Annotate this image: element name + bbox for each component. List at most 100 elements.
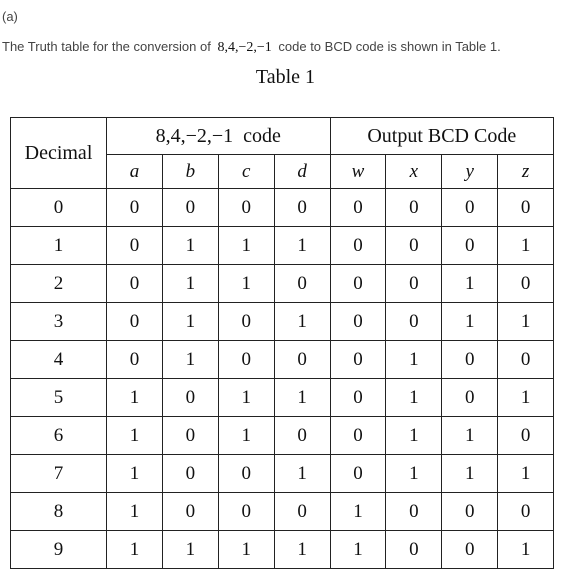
bit-cell-a: 1 [106,378,163,417]
bit-cell-c: 1 [217,226,275,265]
bit-cell-x: 0 [385,492,443,531]
bit-cell-z: 0 [497,416,555,455]
decimal-cell: 7 [10,454,107,493]
bit-cell-d: 1 [273,226,331,265]
bit-cell-c: 1 [217,416,275,455]
bit-cell-x: 1 [385,378,443,417]
bit-cell-z: 0 [497,264,555,303]
bit-cell-x: 1 [385,416,443,455]
decimal-cell: 1 [10,226,107,265]
output-var-header: w [329,154,387,189]
bit-cell-w: 1 [329,492,387,531]
input-var-header: c [217,154,275,189]
bit-cell-c: 0 [217,454,275,493]
decimal-cell: 5 [10,378,107,417]
bit-cell-c: 1 [217,264,275,303]
bit-cell-d: 0 [273,492,331,531]
bit-cell-a: 0 [106,188,163,227]
bit-cell-d: 0 [273,340,331,379]
bit-cell-z: 1 [497,530,555,569]
bit-cell-y: 1 [441,416,499,455]
bit-cell-w: 0 [329,378,387,417]
group-header-row: Decimal 8,4,−2,−1 code Output BCD Code [10,117,555,189]
bit-cell-c: 1 [217,530,275,569]
bit-cell-y: 1 [441,264,499,303]
bit-cell-c: 0 [217,340,275,379]
bit-cell-b: 1 [161,264,219,303]
bit-cell-z: 0 [497,340,555,379]
bit-cell-x: 1 [385,340,443,379]
bit-cell-d: 1 [273,378,331,417]
decimal-cell: 0 [10,188,107,227]
bit-cell-a: 0 [106,340,163,379]
bit-cell-b: 0 [161,416,219,455]
bit-cell-w: 0 [329,340,387,379]
bit-cell-c: 0 [217,188,275,227]
bit-cell-y: 0 [441,378,499,417]
input-var-header: b [161,154,219,189]
bit-cell-b: 1 [161,340,219,379]
bit-cell-a: 1 [106,492,163,531]
intro-code: 8,4,−2,−1 [217,40,272,55]
bit-cell-y: 0 [441,188,499,227]
bit-cell-d: 1 [273,454,331,493]
bit-cell-y: 0 [441,530,499,569]
bit-cell-d: 0 [273,416,331,455]
bit-cell-z: 1 [497,226,555,265]
intro-text-before: The Truth table for the conversion of [2,39,211,54]
bit-cell-b: 0 [161,492,219,531]
table-caption: Table 1 [255,66,316,88]
bit-cell-d: 0 [273,264,331,303]
output-group-header: Output BCD Code [329,117,555,155]
bit-cell-b: 0 [161,454,219,493]
output-var-header: x [385,154,443,189]
bit-cell-w: 0 [329,188,387,227]
bit-cell-b: 0 [161,378,219,417]
bit-cell-w: 0 [329,264,387,303]
decimal-cell: 6 [10,416,107,455]
bit-cell-y: 1 [441,454,499,493]
bit-cell-x: 0 [385,188,443,227]
bit-cell-a: 1 [106,416,163,455]
bit-cell-a: 0 [106,226,163,265]
bit-cell-x: 0 [385,264,443,303]
bit-cell-a: 1 [106,530,163,569]
bit-cell-y: 1 [441,302,499,341]
input-group-header: 8,4,−2,−1 code [106,117,331,155]
bit-cell-z: 1 [497,454,555,493]
bit-cell-a: 0 [106,302,163,341]
intro-sentence: The Truth table for the conversion of 8,… [2,39,501,56]
bit-cell-c: 0 [217,492,275,531]
input-var-header: a [106,154,163,189]
bit-cell-x: 0 [385,226,443,265]
part-label: (a) [2,9,18,24]
bit-cell-w: 0 [329,226,387,265]
bit-cell-z: 1 [497,302,555,341]
bit-cell-b: 1 [161,302,219,341]
bit-cell-y: 0 [441,226,499,265]
bit-cell-w: 1 [329,530,387,569]
output-var-header: y [441,154,499,189]
intro-text-after: code to BCD code is shown in Table 1. [278,39,501,54]
bit-cell-d: 1 [273,302,331,341]
bit-cell-x: 1 [385,454,443,493]
bit-cell-c: 0 [217,302,275,341]
decimal-header: Decimal [10,117,107,189]
bit-cell-d: 0 [273,188,331,227]
bit-cell-z: 1 [497,378,555,417]
output-var-header: z [497,154,555,189]
bit-cell-b: 1 [161,530,219,569]
input-var-header: d [273,154,331,189]
bit-cell-z: 0 [497,492,555,531]
